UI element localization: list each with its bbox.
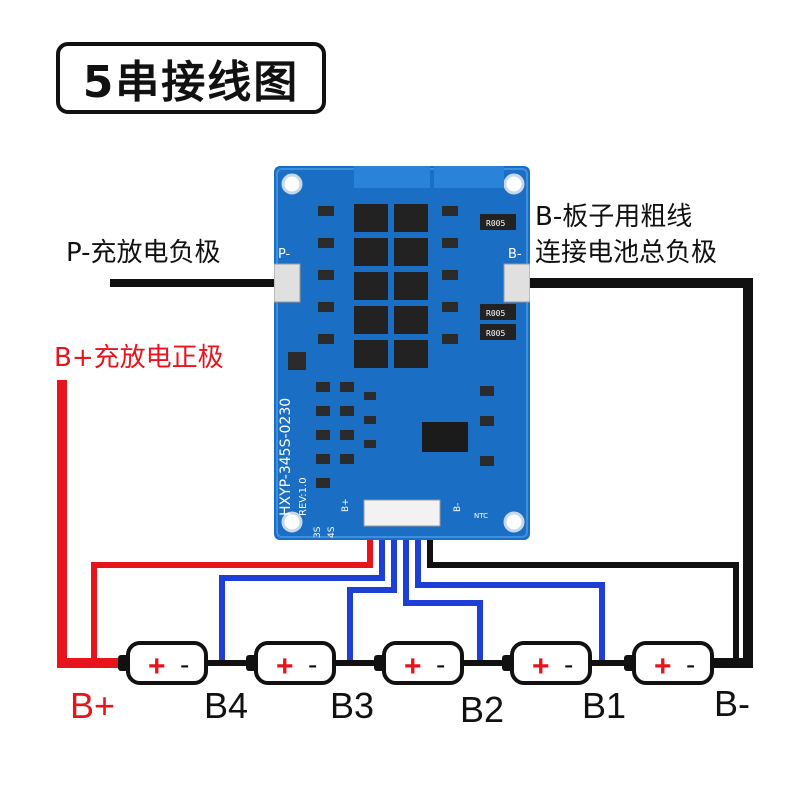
battery-cell-4 xyxy=(502,641,592,685)
battery-3-plus: + xyxy=(404,650,422,683)
resistor-2-label: R005 xyxy=(486,309,505,318)
balance-components xyxy=(316,382,494,488)
mark-bminus: B- xyxy=(453,503,463,512)
terminal-b4: B4 xyxy=(204,685,249,726)
pad-p-label: P- xyxy=(278,247,291,262)
pad-b-label: B- xyxy=(508,247,522,262)
mark-ntc: NTC xyxy=(474,512,488,520)
p-minus-label: P-充放电负极 xyxy=(66,238,221,268)
resistor-3-label: R005 xyxy=(486,329,505,338)
smd-components xyxy=(288,206,458,370)
pcb-model: HXYP-345S-0230 xyxy=(278,398,294,516)
b4-balance-wire xyxy=(219,525,385,663)
control-ic xyxy=(422,422,468,452)
mark-3s: 3S xyxy=(313,526,323,538)
resistor-1-label: R005 xyxy=(486,219,505,228)
b-minus-wire xyxy=(520,278,753,668)
b-minus-pad xyxy=(503,263,530,303)
b-plus-wire xyxy=(57,380,124,668)
mark-4s: 4S xyxy=(327,526,337,538)
battery-5-minus: - xyxy=(686,649,695,680)
terminal-b1: B1 xyxy=(582,685,627,726)
balance-connector xyxy=(363,499,441,527)
shunt-resistor-3 xyxy=(480,324,516,340)
shunt-resistor-1 xyxy=(480,214,516,230)
battery-1-minus: - xyxy=(180,649,189,680)
b-minus-balance-wire xyxy=(427,525,739,663)
b-plus-label: B+充放电正极 xyxy=(54,343,224,373)
terminal-b3: B3 xyxy=(330,685,375,726)
mark-bplus: B+ xyxy=(341,498,351,512)
b-plus-balance-wire xyxy=(91,525,373,663)
mounting-holes xyxy=(281,173,525,533)
diagram-title: 5串接线图 xyxy=(56,42,326,114)
battery-cell-5 xyxy=(624,641,714,685)
pcb-revision: REV:1.0 xyxy=(298,477,309,516)
battery-3-minus: - xyxy=(436,649,445,680)
p-minus-pad xyxy=(274,263,301,303)
b-minus-label-line2: 连接电池总负极 xyxy=(535,238,718,268)
battery-2-minus: - xyxy=(308,649,317,680)
battery-cell-1 xyxy=(118,641,208,685)
battery-cell-3 xyxy=(374,641,464,685)
battery-5-plus: + xyxy=(654,650,672,683)
b2-balance-wire xyxy=(403,525,483,663)
terminal-b-minus: B- xyxy=(714,683,750,724)
b1-balance-wire xyxy=(415,525,605,663)
terminal-b-plus: B+ xyxy=(70,685,116,726)
mosfet-array xyxy=(354,204,428,368)
battery-cell-2 xyxy=(246,641,336,685)
b3-balance-wire xyxy=(347,525,397,663)
b-minus-label-line1: B-板子用粗线 xyxy=(535,202,693,232)
bms-pcb-board: P- B- R005 R005 R005 xyxy=(274,166,530,540)
battery-2-plus: + xyxy=(276,650,294,683)
battery-1-plus: + xyxy=(148,650,166,683)
battery-4-plus: + xyxy=(532,650,550,683)
shunt-resistor-2 xyxy=(480,304,516,320)
terminal-b2: B2 xyxy=(460,689,505,730)
battery-4-minus: - xyxy=(564,649,573,680)
